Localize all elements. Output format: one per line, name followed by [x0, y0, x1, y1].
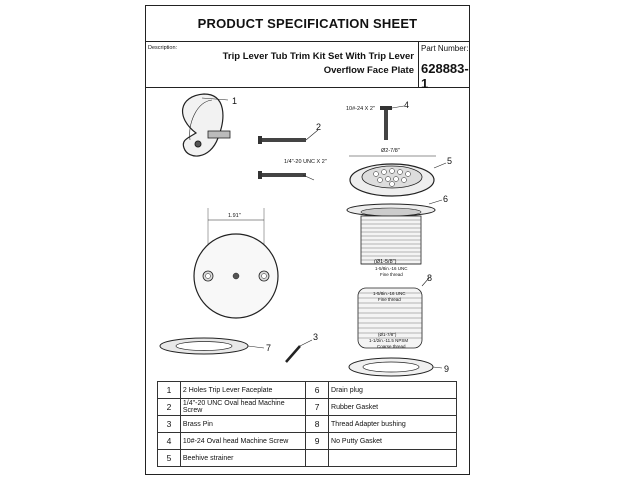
- strainer-drawing: [349, 155, 447, 197]
- description-label: Description:: [148, 45, 178, 51]
- brass-pin-drawing: [285, 339, 313, 363]
- part-name: Rubber Gasket: [328, 398, 457, 416]
- drain-dimension: (Ø1-5/8"): [374, 259, 397, 265]
- part-name: Beehive strainer: [179, 449, 307, 467]
- description-text: Trip Lever Tub Trim Kit Set With Trip Le…: [146, 50, 414, 78]
- table-row: 1 2 Holes Trip Lever Faceplate 6 Drain p…: [157, 381, 457, 399]
- part-name: 10#-24 Oval head Machine Screw: [179, 432, 307, 450]
- drain-thread-1: 1-5/8in.-16 UNC: [375, 266, 408, 271]
- screw-4-drawing: [380, 105, 405, 140]
- table-row: 4 10#-24 Oval head Machine Screw 9 No Pu…: [157, 432, 457, 450]
- part-number: 628883-1: [421, 61, 469, 91]
- bushing-drawing: [357, 277, 430, 349]
- description-line-1: Trip Lever Tub Trim Kit Set With Trip Le…: [222, 51, 414, 62]
- description-row: Description: Trip Lever Tub Trim Kit Set…: [146, 42, 471, 91]
- part-no: 9: [305, 432, 330, 450]
- part-name: Thread Adapter bushing: [328, 415, 457, 433]
- part-no: 2: [157, 398, 181, 416]
- faceplate-drawing: [181, 93, 231, 157]
- callout-7: 7: [266, 343, 271, 353]
- bushing-coarse-2: Coarse thread: [377, 344, 406, 349]
- callout-6: 6: [443, 194, 448, 204]
- sheet-title: PRODUCT SPECIFICATION SHEET: [146, 6, 469, 42]
- part-name: [328, 449, 457, 467]
- callout-9: 9: [444, 364, 449, 374]
- callout-4: 4: [404, 100, 409, 110]
- part-number-label: Part Number:: [421, 44, 469, 53]
- part-name: Drain plug: [328, 381, 457, 399]
- callout-2: 2: [316, 122, 321, 132]
- part-no: 8: [305, 415, 330, 433]
- part-name: No Putty Gasket: [328, 432, 457, 450]
- part-no: 5: [157, 449, 181, 467]
- bushing-thread-2: Fine thread: [378, 297, 401, 302]
- table-row: 3 Brass Pin 8 Thread Adapter bushing: [157, 415, 457, 433]
- table-row: 5 Beehive strainer: [157, 449, 457, 467]
- parts-drawing: 1 2 1/4"-20 UNC X 2" 10#-24 X 2" 4: [159, 93, 452, 377]
- callout-1: 1: [232, 96, 237, 106]
- parts-table: 1 2 Holes Trip Lever Faceplate 6 Drain p…: [157, 381, 457, 467]
- part-no: [305, 449, 330, 467]
- strainer-dimension: Ø2-7/8": [381, 148, 400, 154]
- part-name: 1/4"-20 UNC Oval head Machine Screw: [179, 398, 307, 416]
- bolt-screw-dimension: 10#-24 X 2": [346, 106, 375, 112]
- table-row: 2 1/4"-20 UNC Oval head Machine Screw 7 …: [157, 398, 457, 416]
- rubber-gasket-drawing: [159, 337, 265, 355]
- drain-plug-drawing: [346, 199, 443, 265]
- part-no: 3: [157, 415, 181, 433]
- description-line-2: Overflow Face Plate: [323, 65, 414, 76]
- bushing-thread-1: 1-5/8in.-16 UNC: [373, 291, 406, 296]
- spec-sheet: PRODUCT SPECIFICATION SHEET Description:…: [145, 5, 470, 475]
- callout-8: 8: [427, 273, 432, 283]
- callout-5: 5: [447, 156, 452, 166]
- part-name: 2 Holes Trip Lever Faceplate: [179, 381, 307, 399]
- no-putty-gasket-drawing: [348, 357, 443, 377]
- callout-3: 3: [313, 332, 318, 342]
- faceplate-front-drawing: [193, 208, 279, 319]
- bushing-coarse-1: 1-1/2in.-11.5 NPSM: [369, 338, 408, 343]
- part-number-cell: Part Number: 628883-1: [418, 42, 471, 91]
- part-no: 4: [157, 432, 181, 450]
- drain-thread-2: Fine thread: [380, 272, 403, 277]
- part-no: 1: [157, 381, 181, 399]
- unc-screw-dimension: 1/4"-20 UNC X 2": [284, 159, 327, 165]
- faceplate-dimension: 1.91": [228, 213, 241, 219]
- part-no: 7: [305, 398, 330, 416]
- bushing-dimension: (Ø1-7/8"): [378, 332, 397, 337]
- part-no: 6: [305, 381, 330, 399]
- part-name: Brass Pin: [179, 415, 307, 433]
- screw-2-drawing: [258, 129, 319, 181]
